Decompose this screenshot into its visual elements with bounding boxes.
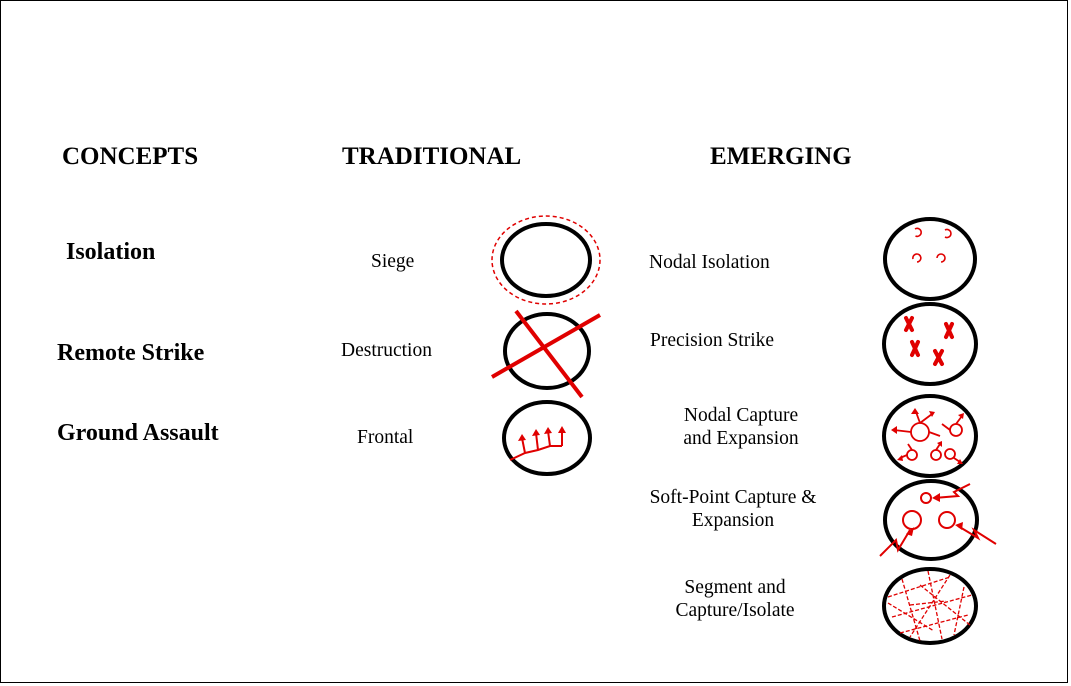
- nodal-isolation-icon: [880, 215, 980, 305]
- concept-remote-strike: Remote Strike: [57, 340, 205, 366]
- concept-isolation: Isolation: [66, 239, 156, 265]
- emerging-nodal-isolation: Nodal Isolation: [649, 252, 770, 273]
- destruction-icon: [488, 305, 603, 405]
- emerging-soft-point-capture: Soft-Point Capture & Expansion: [649, 487, 817, 531]
- frontal-icon: [498, 398, 598, 480]
- nodal-capture-icon: [880, 392, 980, 482]
- concept-ground-assault: Ground Assault: [57, 420, 219, 446]
- emerging-precision-strike: Precision Strike: [650, 330, 775, 351]
- header-concepts: CONCEPTS: [62, 143, 199, 170]
- precision-strike-icon: [880, 300, 980, 390]
- header-traditional: TRADITIONAL: [342, 143, 522, 170]
- header-emerging: EMERGING: [710, 143, 852, 170]
- traditional-frontal: Frontal: [357, 427, 414, 448]
- emerging-segment-capture: Segment and Capture/Isolate: [675, 577, 795, 621]
- emerging-nodal-capture: Nodal Capture and Expansion: [683, 405, 799, 449]
- segment-capture-icon: [880, 565, 980, 650]
- siege-icon: [488, 212, 608, 312]
- soft-point-capture-icon: [870, 478, 1005, 568]
- traditional-destruction: Destruction: [341, 340, 432, 361]
- traditional-siege: Siege: [371, 251, 415, 272]
